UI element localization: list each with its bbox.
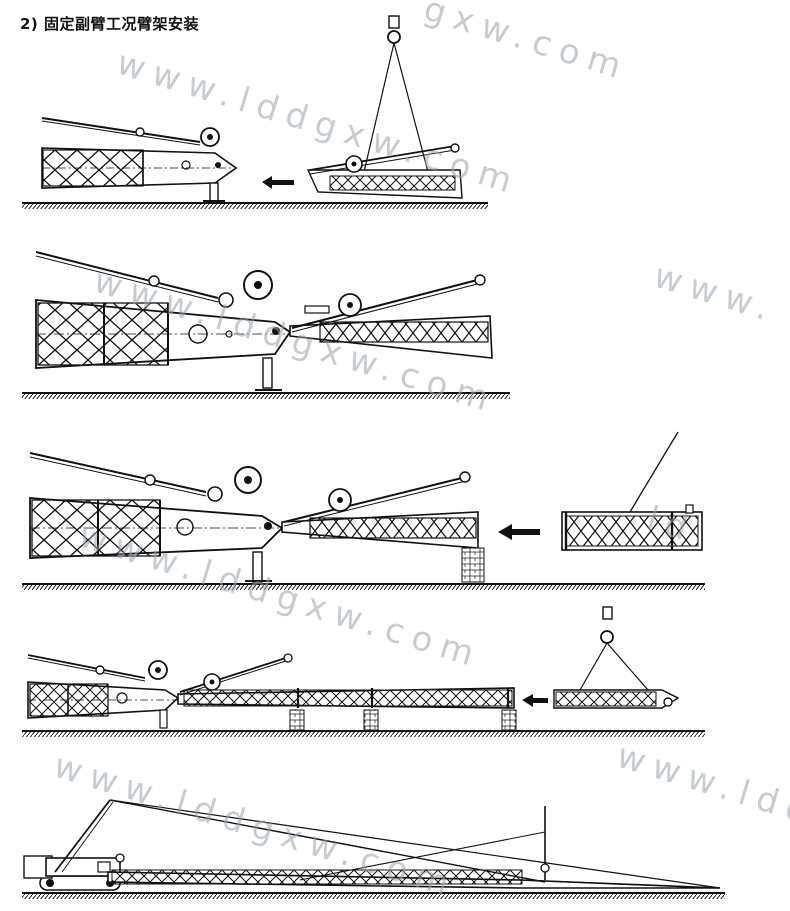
ground-line — [22, 392, 510, 399]
assembled-jib — [177, 653, 515, 709]
step-1-diagram — [22, 15, 488, 209]
main-boom-tip — [29, 452, 284, 583]
main-boom-tip — [35, 251, 292, 391]
step-2-diagram — [22, 251, 510, 399]
ground-line — [22, 583, 705, 590]
jib-top-section — [553, 689, 680, 709]
step-3-diagram — [22, 431, 705, 590]
crane-hook-icon — [579, 606, 649, 691]
crawler-crane-body — [23, 799, 121, 891]
ground-line — [22, 202, 488, 209]
ground-line — [22, 892, 725, 899]
main-boom-tip — [27, 654, 180, 729]
support-block — [289, 709, 517, 731]
main-boom-tip — [41, 117, 238, 202]
full-boom — [107, 799, 721, 889]
crane-hook-icon — [363, 15, 429, 173]
step-4-diagram — [22, 606, 705, 737]
ground-line — [22, 730, 705, 737]
jib-section — [289, 274, 493, 359]
jib-section — [281, 471, 479, 549]
arrow-left-icon — [498, 524, 540, 540]
jib-on-ground — [306, 143, 463, 199]
support-block — [461, 547, 485, 583]
step-5-diagram — [22, 799, 725, 899]
arrow-left-icon — [262, 176, 294, 189]
page-title: 2) 固定副臂工况臂架安装 — [20, 15, 200, 33]
arrow-left-icon — [522, 694, 548, 707]
lifted-jib-section — [561, 431, 703, 551]
